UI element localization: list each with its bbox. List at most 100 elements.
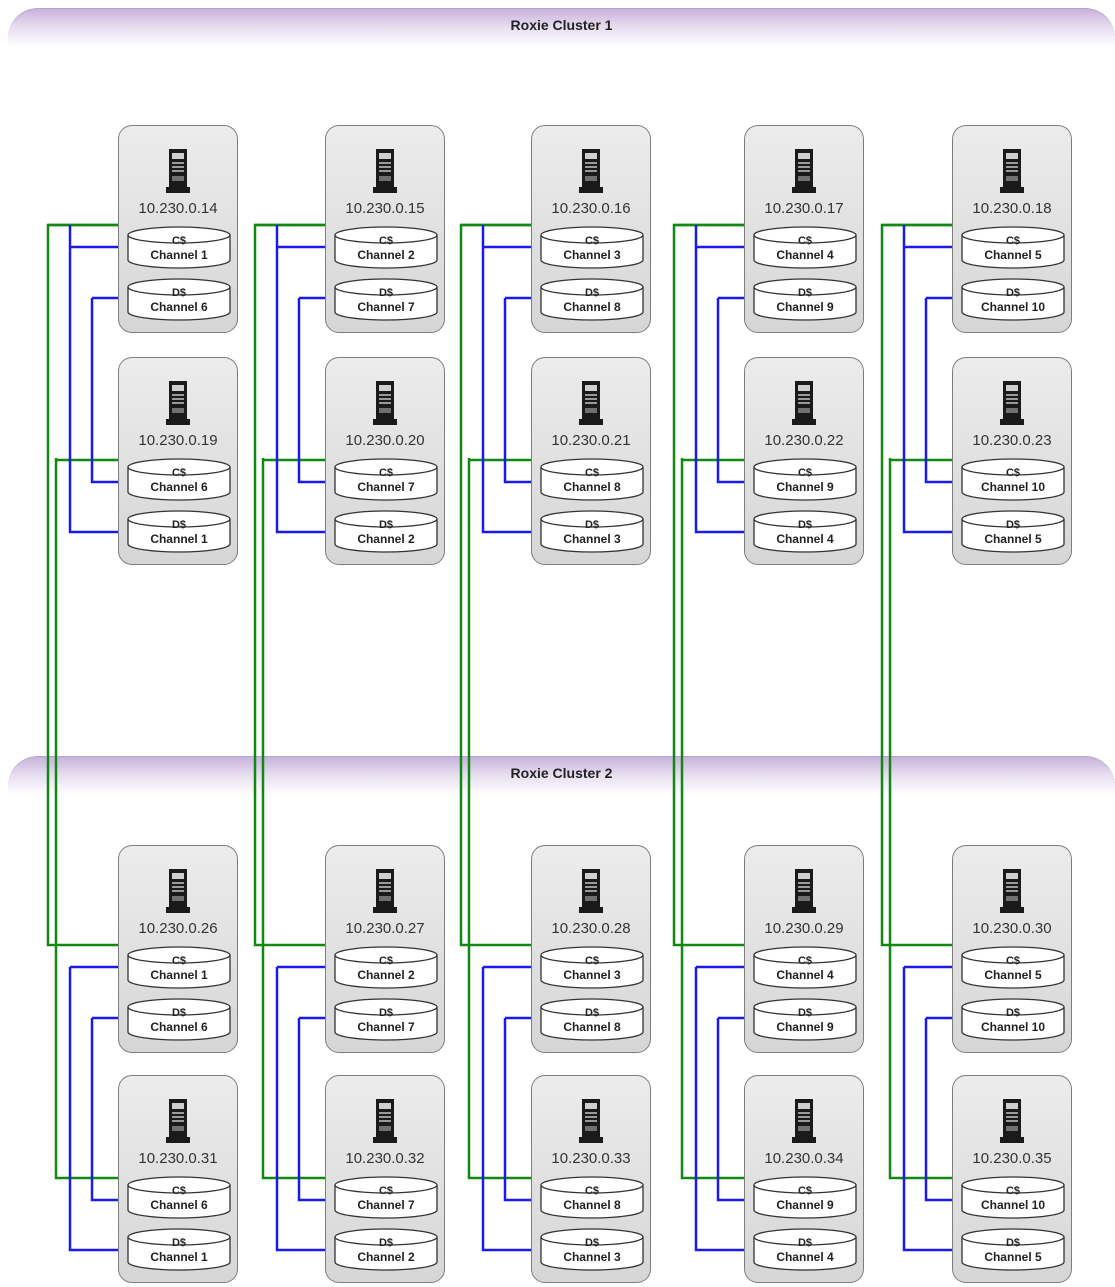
node-ip-label: 10.230.0.35 [972,1150,1052,1167]
disk-channel-label: Channel 1 [150,1250,208,1264]
disk-cache-label: D$ [1005,519,1021,531]
intra-cluster-link [694,225,753,536]
d-cache-disk[interactable]: D$Channel 3 [539,1228,645,1272]
cluster-2-title: Roxie Cluster 2 [510,765,613,781]
cross-cluster-link [54,458,127,1182]
c-cache-disk[interactable]: C$Channel 7 [333,1176,439,1220]
disk-cache-label: D$ [1005,1237,1021,1249]
disk-channel-label: Channel 5 [984,1250,1042,1264]
d-cache-disk[interactable]: D$Channel 2 [333,1228,439,1272]
intra-cluster-link [481,225,540,536]
server-tower-icon [166,868,190,914]
disk-channel-label: Channel 9 [776,1020,834,1034]
c-cache-disk[interactable]: C$Channel 9 [752,1176,858,1220]
disk-cache-label: C$ [171,1185,187,1197]
d-cache-disk[interactable]: D$Channel 6 [126,278,232,322]
d-cache-disk[interactable]: D$Channel 10 [960,998,1066,1042]
d-cache-disk[interactable]: D$Channel 5 [960,510,1066,554]
node-ip-label: 10.230.0.20 [345,432,425,449]
c-cache-disk[interactable]: C$Channel 10 [960,1176,1066,1220]
node-ip-label: 10.230.0.34 [764,1150,844,1167]
node-ip-label: 10.230.0.22 [764,432,844,449]
server-tower-icon [373,380,397,426]
c-cache-disk[interactable]: C$Channel 5 [960,226,1066,270]
d-cache-disk[interactable]: D$Channel 6 [126,998,232,1042]
intra-cluster-link [902,225,961,536]
c-cache-disk[interactable]: C$Channel 5 [960,946,1066,990]
c-cache-disk[interactable]: C$Channel 3 [539,226,645,270]
c-cache-disk[interactable]: C$Channel 9 [752,458,858,502]
disk-cache-label: D$ [797,287,813,299]
d-cache-disk[interactable]: D$Channel 2 [333,510,439,554]
disk-cache-label: D$ [797,1007,813,1019]
c-cache-disk[interactable]: C$Channel 2 [333,946,439,990]
c-cache-disk[interactable]: C$Channel 8 [539,458,645,502]
c-cache-disk[interactable]: C$Channel 1 [126,946,232,990]
cross-cluster-link [467,458,540,1182]
c-cache-disk[interactable]: C$Channel 1 [126,226,232,270]
d-cache-disk[interactable]: D$Channel 7 [333,998,439,1042]
disk-channel-label: Channel 10 [980,300,1046,314]
cross-cluster-link [46,223,127,949]
d-cache-disk[interactable]: D$Channel 4 [752,1228,858,1272]
server-tower-icon [579,1098,603,1144]
disk-cache-label: D$ [378,1007,394,1019]
disk-cache-label: D$ [378,519,394,531]
c-cache-disk[interactable]: C$Channel 7 [333,458,439,502]
d-cache-disk[interactable]: D$Channel 3 [539,510,645,554]
c-cache-disk[interactable]: C$Channel 4 [752,946,858,990]
c-cache-disk[interactable]: C$Channel 6 [126,1176,232,1220]
c-cache-disk[interactable]: C$Channel 6 [126,458,232,502]
d-cache-disk[interactable]: D$Channel 5 [960,1228,1066,1272]
d-cache-disk[interactable]: D$Channel 8 [539,998,645,1042]
d-cache-disk[interactable]: D$Channel 8 [539,278,645,322]
d-cache-disk[interactable]: D$Channel 10 [960,278,1066,322]
disk-cache-label: D$ [378,287,394,299]
disk-cache-label: D$ [584,1007,600,1019]
disk-cache-label: D$ [171,1007,187,1019]
server-tower-icon [373,1098,397,1144]
c-cache-disk[interactable]: C$Channel 8 [539,1176,645,1220]
c-cache-disk[interactable]: C$Channel 2 [333,226,439,270]
d-cache-disk[interactable]: D$Channel 4 [752,510,858,554]
node-ip-label: 10.230.0.32 [345,1150,425,1167]
d-cache-disk[interactable]: D$Channel 9 [752,278,858,322]
disk-channel-label: Channel 9 [776,300,834,314]
c-cache-disk[interactable]: C$Channel 10 [960,458,1066,502]
disk-cache-label: C$ [584,1185,600,1197]
disk-cache-label: C$ [378,1185,394,1197]
d-cache-disk[interactable]: D$Channel 7 [333,278,439,322]
server-tower-icon [1000,148,1024,194]
c-cache-disk[interactable]: C$Channel 4 [752,226,858,270]
cross-cluster-link [261,458,334,1182]
disk-cache-label: D$ [584,519,600,531]
d-cache-disk[interactable]: D$Channel 9 [752,998,858,1042]
disk-channel-label: Channel 7 [357,1198,415,1212]
disk-channel-label: Channel 1 [150,968,208,982]
d-cache-disk[interactable]: D$Channel 1 [126,510,232,554]
intra-cluster-link [297,298,334,486]
d-cache-disk[interactable]: D$Channel 1 [126,1228,232,1272]
c-cache-disk[interactable]: C$Channel 3 [539,946,645,990]
